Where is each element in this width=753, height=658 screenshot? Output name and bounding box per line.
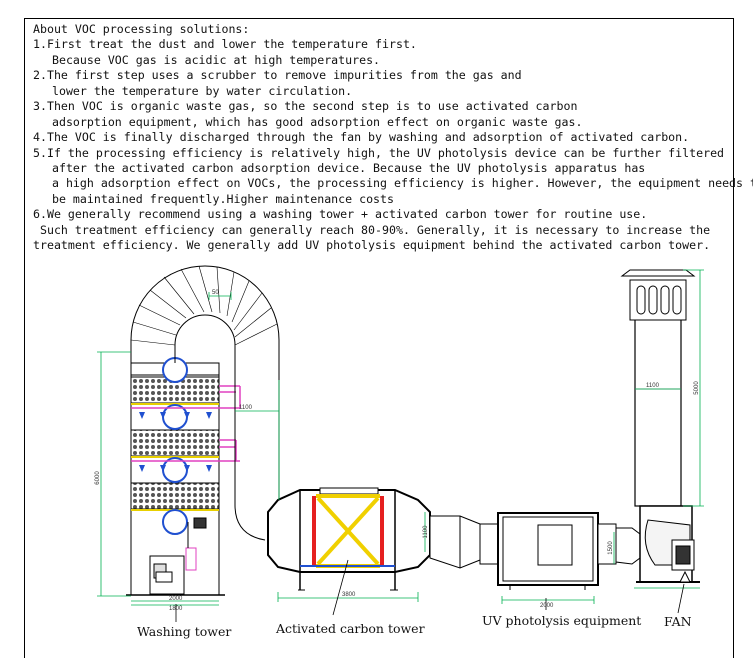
text-line: 3.Then VOC is organic waste gas, so the … xyxy=(33,99,578,114)
exhaust-stack xyxy=(620,269,696,507)
page-frame xyxy=(24,18,734,658)
label-activated-carbon-tower: Activated carbon tower xyxy=(276,621,425,636)
dim-elbow: 50 xyxy=(212,290,219,296)
text-line: 2.The first step uses a scrubber to remo… xyxy=(33,68,522,83)
dim-stack-width: 1100 xyxy=(646,383,660,389)
label-uv-photolysis-equipment: UV photolysis equipment xyxy=(482,613,642,628)
duct-carbon-uv xyxy=(429,515,481,569)
gooseneck-elbow xyxy=(130,265,280,505)
spray-pipes xyxy=(131,385,241,462)
dim-uv-height: 1500 xyxy=(608,541,614,555)
washing-tower xyxy=(126,357,241,596)
rain-cap-louvers xyxy=(636,285,682,315)
label-fan: FAN xyxy=(664,614,692,629)
dim-duct: 1100 xyxy=(239,405,253,411)
activated-carbon-tower xyxy=(267,487,431,591)
dim-tower-base-outer: 2000 xyxy=(169,596,183,602)
circulation-pump xyxy=(185,547,197,571)
text-line: 4.The VOC is finally discharged through … xyxy=(33,130,690,145)
text-line: treatment efficiency. We generally add U… xyxy=(33,238,711,253)
dimension-lines xyxy=(97,269,704,606)
dim-stack-height: 5000 xyxy=(694,381,700,395)
dim-tower-height: 6000 xyxy=(95,471,101,485)
text-line: a high adsorption effect on VOCs, the pr… xyxy=(45,176,753,191)
uv-photolysis-equipment xyxy=(479,512,617,590)
text-heading: About VOC processing solutions: xyxy=(33,22,250,36)
duct-uv-fan xyxy=(615,527,641,565)
carbon-frame xyxy=(312,496,384,566)
text-line: be maintained frequently.Higher maintena… xyxy=(45,191,395,206)
text-line: 1.First treat the dust and lower the tem… xyxy=(33,37,417,52)
text-line: after the activated carbon adsorption de… xyxy=(45,160,646,175)
text-line: lower the temperature by water circulati… xyxy=(45,83,353,98)
manhole xyxy=(162,509,188,535)
dim-carbon-length: 3800 xyxy=(342,592,356,598)
text-line: adsorption equipment, which has good ads… xyxy=(45,114,583,129)
label-leaders xyxy=(175,559,685,622)
voc-solution-text: About VOC processing solutions: 1.First … xyxy=(33,22,753,254)
text-line: 6.We generally recommend using a washing… xyxy=(33,207,648,222)
fan xyxy=(636,505,700,583)
dim-uv-length: 2000 xyxy=(540,603,554,609)
packing-layer xyxy=(130,429,220,457)
packing-layer xyxy=(130,482,220,510)
text-line: Such treatment efficiency can generally … xyxy=(33,222,711,237)
label-washing-tower: Washing tower xyxy=(137,624,232,639)
dim-carbon-height: 1100 xyxy=(423,525,429,539)
text-line: Because VOC gas is acidic at high temper… xyxy=(45,52,381,67)
text-line: 5.If the processing efficiency is relati… xyxy=(33,145,725,160)
sprayer-nozzles xyxy=(139,412,212,472)
